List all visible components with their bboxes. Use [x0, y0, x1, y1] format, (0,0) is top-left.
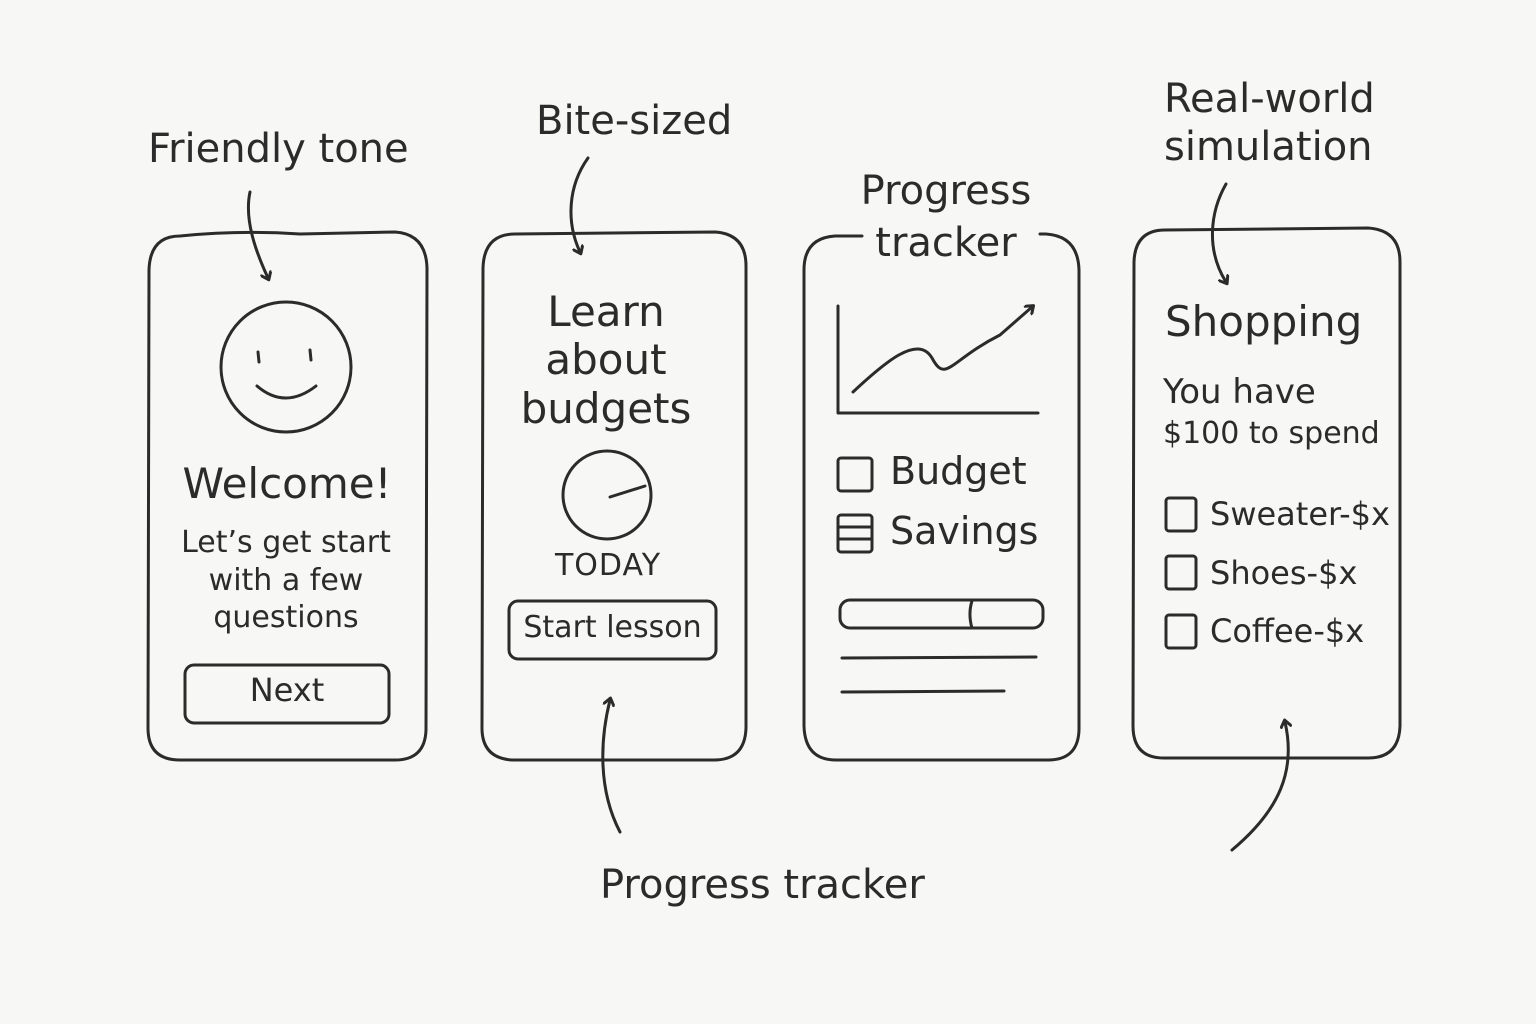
list-box-icon — [836, 513, 874, 554]
arrow-progress-bottom — [601, 700, 622, 834]
shop-item-shoes[interactable]: Shoes-$x — [1210, 554, 1358, 592]
text-placeholder-line-2 — [840, 689, 1006, 694]
checkbox-coffee-icon — [1164, 613, 1198, 650]
welcome-body-line: questions — [213, 600, 359, 635]
annotation-line: Real-world — [1164, 76, 1375, 122]
smiley-face-icon — [219, 300, 353, 434]
start-lesson-button-outline — [507, 599, 718, 661]
budget-item-label: Budget — [890, 449, 1027, 493]
checkbox-shoes-icon — [1164, 554, 1198, 591]
next-button-outline — [183, 663, 391, 725]
shopping-subtitle: You have $100 to spend — [1163, 370, 1380, 453]
welcome-body-line: with a few — [208, 562, 364, 598]
annotation-bite-sized: Bite-sized — [536, 98, 733, 144]
next-button[interactable]: Next — [249, 671, 325, 709]
welcome-body: Let’s get start with a few questions — [181, 524, 391, 637]
screen1-frame — [146, 230, 429, 762]
welcome-title: Welcome! — [182, 459, 392, 508]
arrow-bite-sized — [569, 156, 590, 252]
savings-item-label: Savings — [890, 509, 1039, 553]
start-lesson-button[interactable]: Start lesson — [523, 610, 702, 645]
line-chart-icon — [836, 306, 1040, 415]
shop-item-coffee[interactable]: Coffee-$x — [1210, 612, 1365, 650]
shopping-subtitle-line: $100 to spend — [1163, 416, 1380, 452]
welcome-body-line: Let’s get start — [181, 525, 391, 560]
lesson-title-line: about — [545, 335, 667, 385]
annotation-progress-tracker-bottom: Progress tracker — [600, 862, 925, 908]
checkbox-empty-icon — [836, 456, 874, 493]
annotation-line: simulation — [1164, 124, 1373, 170]
arrow-friendly-tone — [246, 190, 268, 278]
shopping-subtitle-line: You have — [1163, 372, 1316, 412]
shop-item-sweater[interactable]: Sweater-$x — [1210, 495, 1390, 533]
text-placeholder-line-1 — [840, 655, 1038, 660]
screen3-frame — [802, 232, 1081, 762]
clock-icon — [561, 449, 653, 541]
arrow-real-world-bottom — [1230, 722, 1288, 852]
arrow-real-world — [1210, 182, 1226, 282]
annotation-real-world-simulation: Real-world simulation — [1164, 78, 1375, 168]
annotation-friendly-tone: Friendly tone — [148, 126, 409, 172]
progress-bar — [838, 598, 1045, 630]
shopping-title: Shopping — [1165, 297, 1363, 346]
annotation-line: tracker — [875, 220, 1017, 266]
today-label: TODAY — [554, 548, 662, 583]
screen2-frame — [480, 230, 748, 762]
checkbox-sweater-icon — [1164, 496, 1198, 533]
lesson-title: Learn about budgets — [520, 287, 692, 433]
lesson-title-line: budgets — [520, 383, 692, 433]
annotation-progress-tracker-top: Progress tracker — [861, 170, 1032, 264]
lesson-title-line: Learn — [547, 287, 665, 336]
screen4-frame — [1131, 226, 1402, 760]
annotation-line: Progress — [860, 168, 1032, 214]
